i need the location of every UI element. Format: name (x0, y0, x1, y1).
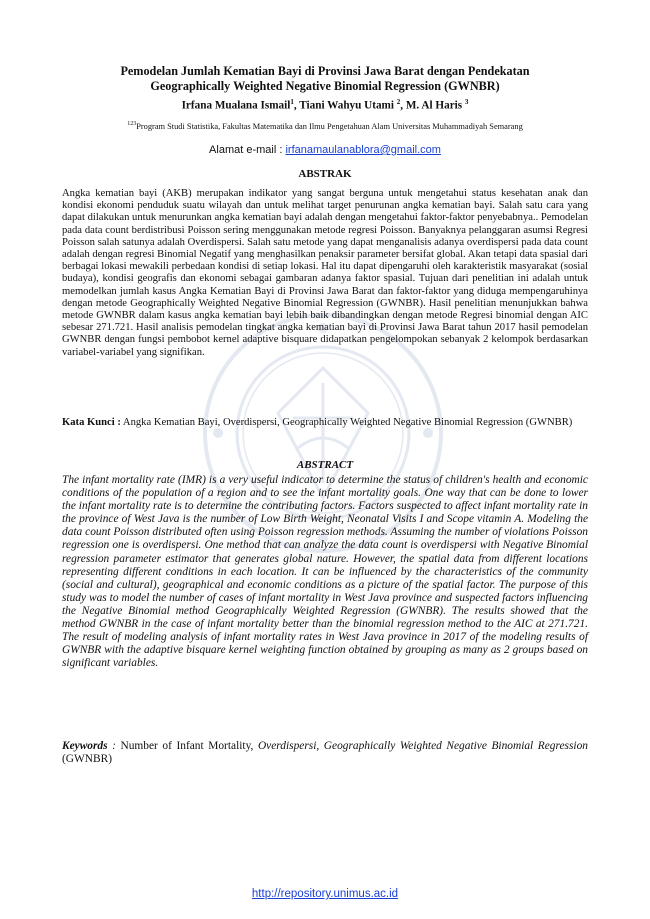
keywords-text-3: (GWNBR) (62, 753, 112, 766)
kata-kunci: Kata Kunci : Angka Kematian Bayi, Overdi… (62, 417, 588, 429)
paper-title: Pemodelan Jumlah Kematian Bayi di Provin… (60, 64, 590, 93)
abstrak-heading: ABSTRAK (298, 168, 352, 180)
abstrak-body: Angka kematian bayi (AKB) merupakan indi… (62, 188, 588, 358)
affiliation-sup: 123 (127, 121, 137, 127)
email-link[interactable]: irfanamaulanablora@gmail.com (285, 144, 441, 156)
author-3: M. Al Haris (405, 99, 465, 112)
kata-kunci-text: Angka Kematian Bayi, Overdispersi, Geogr… (120, 417, 573, 428)
author-2-sup: 2 (396, 98, 401, 106)
abstract-heading: ABSTRACT (296, 459, 354, 471)
title-line-1: Pemodelan Jumlah Kematian Bayi di Provin… (120, 64, 530, 78)
affiliation-text: Program Studi Statistika, Fakultas Matem… (136, 121, 523, 131)
email-label: Alamat e-mail : (209, 144, 286, 156)
email-line: Alamat e-mail : irfanamaulanablora@gmail… (60, 144, 590, 156)
author-3-sup: 3 (464, 98, 469, 106)
footer: http://repository.unimus.ac.id (0, 888, 650, 900)
affiliation: 123Program Studi Statistika, Fakultas Ma… (40, 121, 610, 131)
author-separator: , (400, 99, 406, 112)
author-1: Irfana Mualana Ismail (181, 99, 291, 112)
keywords-text-1: Number of Infant Mortality, (120, 740, 258, 752)
repository-link[interactable]: http://repository.unimus.ac.id (251, 888, 399, 900)
keywords-label: Keywords (62, 740, 108, 752)
kata-kunci-label: Kata Kunci : (62, 417, 121, 428)
author-list: Irfana Mualana Ismail1, Tiani Wahyu Utam… (60, 98, 590, 112)
keywords-colon: : (107, 740, 121, 752)
keywords-text-2: Overdispersi, Geographically Weighted Ne… (257, 740, 588, 752)
keywords: Keywords : Number of Infant Mortality, O… (62, 740, 588, 766)
author-1-sup: 1 (290, 98, 294, 106)
author-separator: , (293, 99, 300, 112)
author-2: Tiani Wahyu Utami (299, 99, 397, 112)
title-line-2: Geographically Weighted Negative Binomia… (150, 78, 500, 93)
abstract-body: The infant mortality rate (IMR) is a ver… (62, 474, 588, 670)
